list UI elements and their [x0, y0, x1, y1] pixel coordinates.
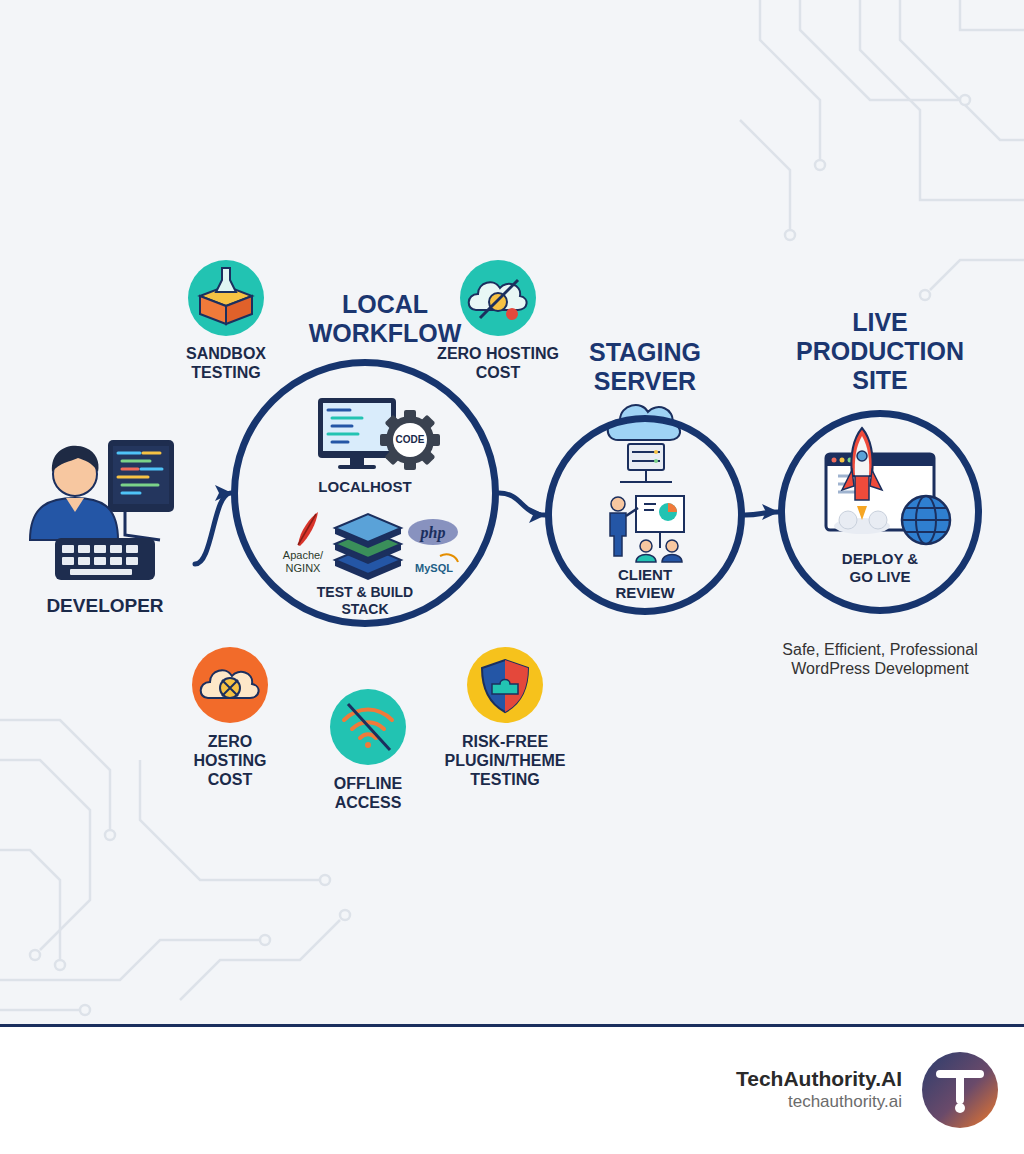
shield-icon	[467, 647, 543, 723]
brand-url: techauthority.ai	[642, 1092, 902, 1112]
flow-arrow	[745, 512, 778, 515]
node-label: DEPLOY & GO LIVE	[830, 550, 930, 586]
brand-logo	[922, 1052, 998, 1128]
php-logo	[408, 519, 458, 545]
code-gear	[380, 410, 440, 470]
developer-illustration	[30, 440, 174, 580]
globe	[902, 496, 950, 544]
node-label: TEST & BUILD STACK	[306, 584, 424, 618]
sandbox-icon	[188, 260, 264, 336]
staging-circle: STAGING SERVER CLIENT REVIEW	[535, 330, 755, 625]
client-review-scene	[610, 496, 684, 562]
flow-arrow	[195, 493, 231, 564]
circle-heading: LOCAL WORKFLOW	[300, 290, 470, 348]
logo-label: Apache/ NGINX	[279, 549, 327, 575]
footer-rule	[0, 1024, 1024, 1027]
circle-outline	[235, 363, 496, 624]
stack-layers	[335, 514, 401, 580]
circuit-pads	[30, 95, 970, 1015]
node-label: CLIENT REVIEW	[600, 566, 690, 602]
tagline: Safe, Efficient, Professional WordPress …	[760, 640, 1000, 678]
flow-arrow	[499, 493, 545, 515]
developer-node: DEVELOPER	[25, 430, 195, 630]
benefit-label: ZERO HOSTING COST	[428, 344, 568, 382]
circle-outline	[782, 414, 979, 611]
node-label: LOCALHOST	[305, 478, 425, 496]
apache-feather	[298, 512, 318, 546]
zero-cost-icon	[192, 647, 268, 723]
logo-label: php	[411, 523, 455, 542]
live-site-circle: LIVE PRODUCTION SITE DEPLOY & GO LIVE	[770, 300, 995, 625]
node-label: DEVELOPER	[30, 595, 180, 618]
brand-name: TechAuthority.AI	[642, 1066, 902, 1091]
footer-band	[0, 1025, 1024, 1154]
circuit-traces	[0, 0, 1024, 1010]
logo-label: MySQL	[409, 562, 459, 575]
benefit-label: ZERO HOSTING COST	[186, 732, 274, 790]
local-workflow-circle: LOCAL WORKFLOW LOCALHOST TEST & BUILD STAC…	[222, 284, 512, 634]
mysql-dolphin	[440, 554, 458, 562]
zero-cost-icon	[460, 260, 536, 336]
benefit-label: OFFLINE ACCESS	[318, 774, 418, 812]
circle-outline	[549, 419, 742, 612]
gear-label: CODE	[393, 434, 427, 446]
circle-heading: LIVE PRODUCTION SITE	[790, 308, 970, 394]
benefit-label: RISK-FREE PLUGIN/THEME TESTING	[430, 732, 580, 790]
circle-heading: STAGING SERVER	[570, 338, 720, 396]
benefit-label: SANDBOX TESTING	[171, 344, 281, 382]
offline-icon	[330, 689, 406, 765]
localhost-monitor	[318, 398, 396, 469]
